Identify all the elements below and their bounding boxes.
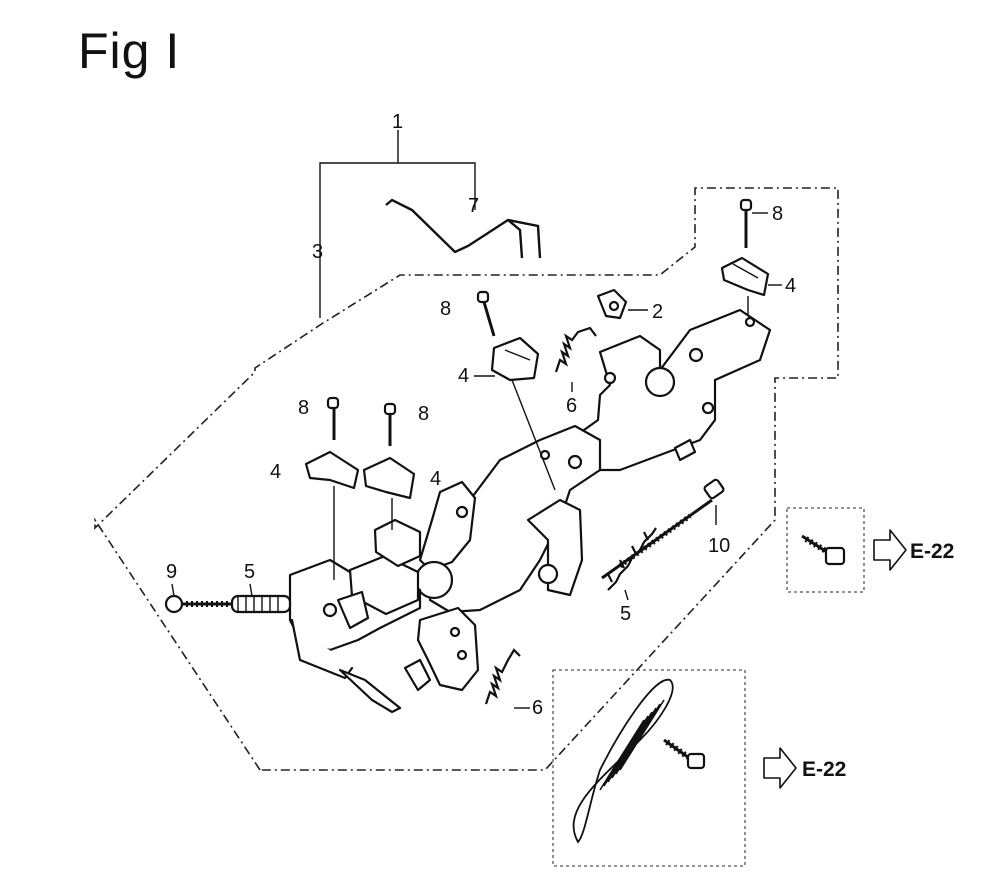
ref-box-spring [552, 669, 746, 867]
ref-e22-spring[interactable]: E-22 [802, 758, 846, 781]
callout-4-mid: 4 [458, 365, 469, 387]
right-outline-arrow-icon [873, 529, 907, 571]
callout-10: 10 [708, 535, 730, 557]
callout-8-mid: 8 [440, 298, 451, 320]
group-bracket [319, 162, 476, 318]
left-clip-bolts [304, 396, 416, 580]
callout-5-right: 5 [620, 603, 631, 625]
callout-4-upper: 4 [785, 275, 796, 297]
figure-title: Fig I [78, 23, 181, 79]
callout-8-upper: 8 [772, 203, 783, 225]
assembly-group-outline [94, 187, 839, 771]
long-bolt [601, 478, 725, 580]
ref-e22-bolt[interactable]: E-22 [910, 540, 954, 563]
middle-clip-bolt [476, 290, 556, 491]
callout-8-left: 8 [298, 397, 309, 419]
ref-box-bolt [786, 507, 865, 593]
return-spring-lower [484, 648, 521, 705]
return-spring-upper [554, 326, 597, 373]
callout-5-left: 5 [244, 561, 255, 583]
callout-4-left: 4 [270, 461, 281, 483]
callout-6-upper: 6 [566, 395, 577, 417]
callout-7: 7 [468, 195, 479, 217]
callout-1: 1 [392, 111, 403, 133]
callout-9: 9 [166, 561, 177, 583]
callout-6-lower: 6 [532, 697, 543, 719]
choke-plate [416, 606, 480, 692]
governor-spring [607, 527, 657, 591]
small-clip [596, 288, 628, 320]
callout-8-right: 8 [418, 403, 429, 425]
callout-3: 3 [312, 241, 323, 263]
callout-2: 2 [652, 301, 663, 323]
ref-bolt-part [801, 534, 846, 566]
upper-right-clip-bolt [720, 198, 770, 297]
callout-4-right: 4 [430, 468, 441, 490]
ref-spring-part [572, 679, 706, 844]
throttle-lever [418, 480, 477, 572]
right-outline-arrow-icon [763, 747, 797, 789]
adjusting-spring [230, 594, 292, 614]
adjusting-screw [164, 594, 232, 614]
control-rod [385, 198, 542, 259]
